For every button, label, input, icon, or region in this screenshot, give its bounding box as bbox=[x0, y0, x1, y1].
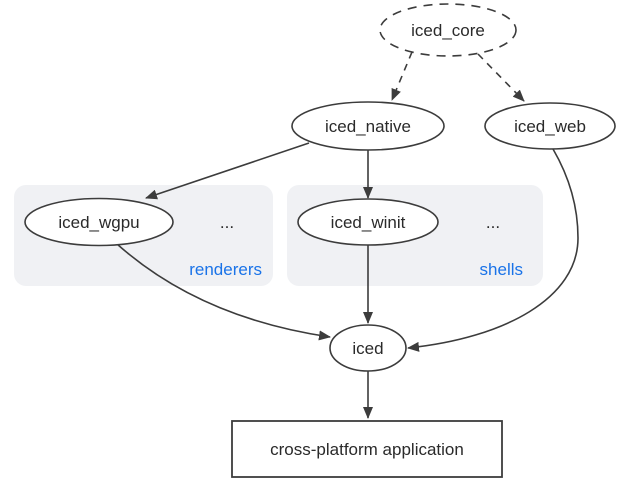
iced-core-node bbox=[379, 3, 517, 57]
iced-node bbox=[329, 324, 407, 372]
iced-web-node bbox=[484, 102, 616, 150]
shells-group-label: shells bbox=[480, 260, 523, 279]
renderers-ellipsis: ... bbox=[220, 213, 234, 232]
iced-winit-label: iced_winit bbox=[331, 213, 406, 232]
edge-iced-web-to-iced bbox=[407, 148, 579, 352]
iced-wgpu-node bbox=[24, 197, 174, 247]
shells-ellipsis: ... bbox=[486, 213, 500, 232]
edge-iced-core-to-iced-native bbox=[391, 51, 413, 101]
renderers-group-label: renderers bbox=[189, 260, 262, 279]
iced-native-node bbox=[291, 101, 445, 151]
edge-iced-wgpu-to-iced bbox=[116, 243, 331, 341]
edge-iced-core-to-iced-web bbox=[477, 53, 525, 102]
cross-platform-application-node bbox=[231, 420, 503, 478]
iced-core-label: iced_core bbox=[411, 21, 485, 40]
edge-iced-native-to-iced-wgpu bbox=[145, 142, 310, 200]
iced-winit-node bbox=[297, 198, 439, 246]
cross-platform-application-label: cross-platform application bbox=[270, 440, 464, 459]
iced-wgpu-label: iced_wgpu bbox=[58, 213, 139, 232]
iced-native-label: iced_native bbox=[325, 117, 411, 136]
iced-web-label: iced_web bbox=[514, 117, 586, 136]
iced-label: iced bbox=[352, 339, 383, 358]
